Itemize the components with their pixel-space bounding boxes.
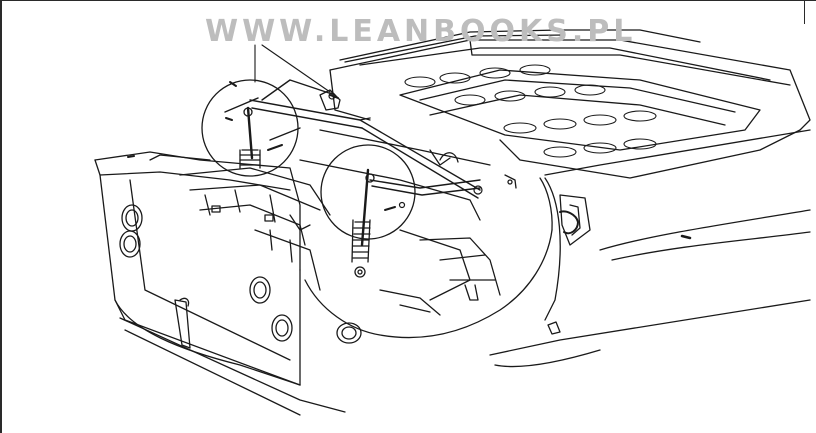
left-shock-absorber <box>240 108 260 168</box>
upper-link-arms <box>225 80 480 198</box>
rear-frame-mechanism <box>180 168 330 290</box>
left-tail-lights <box>120 205 361 343</box>
right-fender <box>490 130 810 367</box>
callout-circles <box>202 80 415 239</box>
callout-leader-lines <box>255 45 330 92</box>
detail-magnifier-circle <box>305 178 552 338</box>
left-body-panel <box>95 152 345 415</box>
cargo-bed <box>330 30 810 178</box>
right-border-tick <box>804 0 805 24</box>
chassis-frame <box>300 90 516 315</box>
right-shock-absorber <box>352 170 374 277</box>
top-border-line <box>2 0 816 1</box>
tow-hook <box>560 211 578 233</box>
watermark-text: WWW.LEANBOOKS.PL <box>205 14 637 49</box>
bolts <box>226 82 482 210</box>
